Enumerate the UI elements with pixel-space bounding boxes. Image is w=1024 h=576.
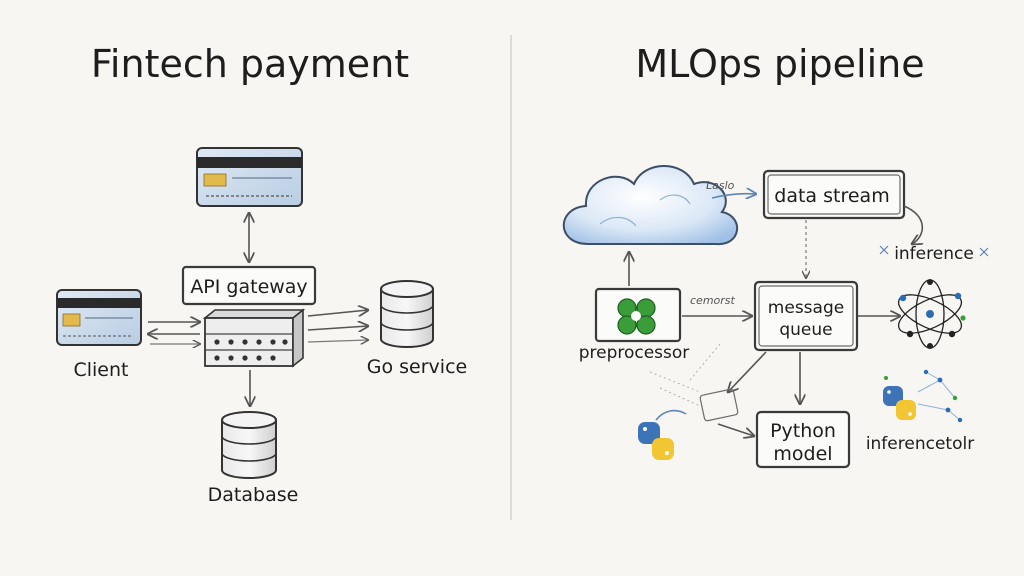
python-model-label-2: model bbox=[773, 443, 832, 465]
server-go-arrow-3 bbox=[307, 340, 368, 342]
cloud-icon bbox=[562, 165, 739, 246]
preprocessor-node bbox=[594, 287, 682, 343]
left-panel-title: Fintech payment bbox=[91, 42, 409, 86]
python-logo-arrow bbox=[655, 409, 687, 421]
credit-card-icon bbox=[196, 147, 303, 207]
sketch-box-icon bbox=[699, 388, 739, 422]
database-label: Database bbox=[208, 484, 299, 506]
preprocessor-icon bbox=[617, 298, 656, 335]
python-model-node: Python model bbox=[755, 410, 851, 469]
data-stream-node: data stream bbox=[762, 169, 906, 220]
preprocessor-label: preprocessor bbox=[579, 343, 690, 363]
client-label: Client bbox=[73, 359, 128, 381]
data-stream-label: data stream bbox=[774, 185, 889, 207]
right-panel-title: MLOps pipeline bbox=[635, 42, 924, 86]
client-card-icon bbox=[56, 289, 142, 346]
message-queue-label-2: queue bbox=[779, 320, 832, 340]
preprocessor-queue-edge-label: cemorst bbox=[690, 294, 736, 307]
stream-inference-arrow bbox=[903, 205, 922, 244]
go-service-label: Go service bbox=[367, 356, 467, 378]
python-graph-icon bbox=[883, 369, 963, 423]
go-service-cylinder-icon bbox=[380, 280, 434, 348]
api-gateway-label: API gateway bbox=[190, 276, 307, 298]
python-logo-icon bbox=[638, 422, 674, 460]
sketch-model-arrow bbox=[717, 423, 754, 436]
neural-network-icon bbox=[897, 279, 966, 349]
inference-label: inference bbox=[894, 244, 974, 264]
database-cylinder-icon bbox=[221, 411, 277, 479]
server-go-arrow-2 bbox=[307, 326, 368, 330]
cloud-stream-edge-label: Laslo bbox=[706, 179, 735, 192]
inference-tool-label: inferencetolr bbox=[866, 434, 974, 454]
api-gateway-node: API gateway bbox=[181, 265, 317, 306]
sparkle-icon bbox=[879, 245, 989, 257]
python-model-label-1: Python bbox=[770, 420, 836, 442]
cloud-stream-arrow bbox=[711, 194, 756, 198]
message-queue-label-1: message bbox=[768, 298, 844, 318]
server-icon bbox=[202, 308, 306, 368]
server-go-arrow-1 bbox=[307, 310, 368, 317]
queue-diagonal-arrow bbox=[728, 351, 767, 392]
message-queue-node: message queue bbox=[753, 280, 859, 352]
sketch-connector-lines bbox=[649, 343, 721, 407]
